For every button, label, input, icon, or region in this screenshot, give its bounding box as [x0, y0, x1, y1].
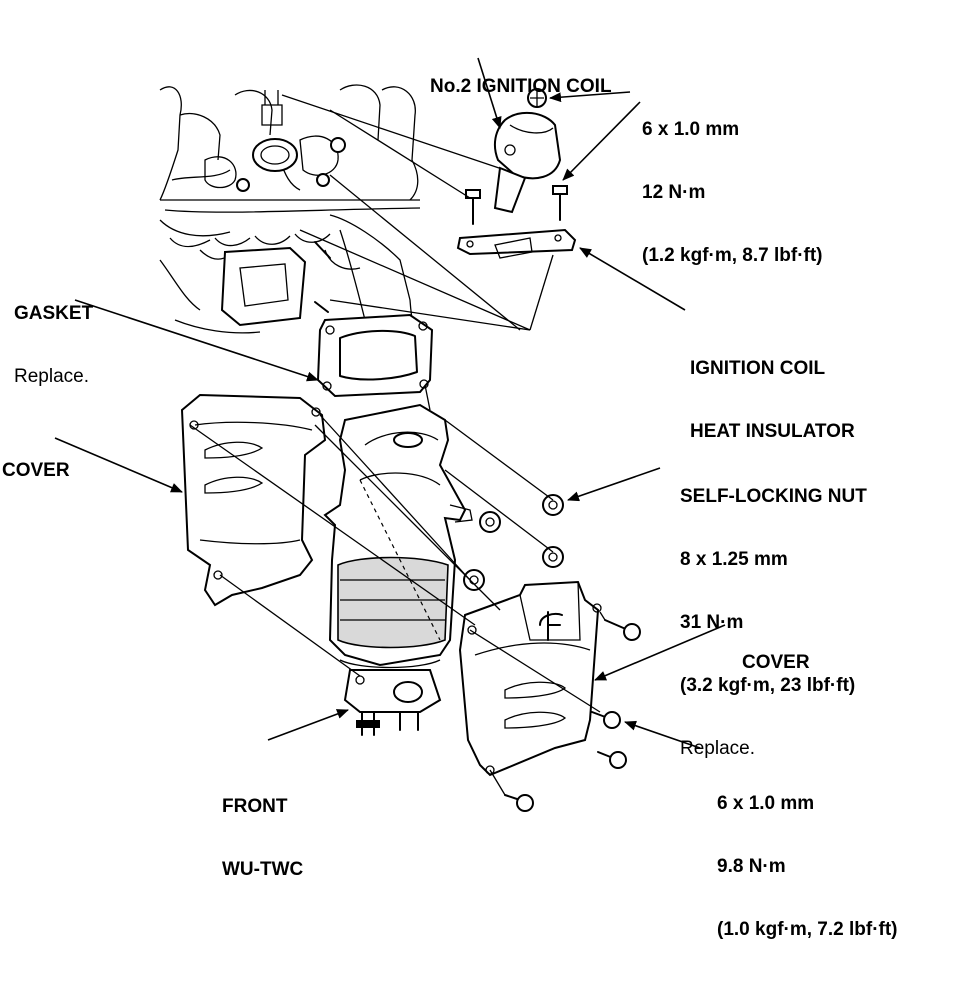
- label-coil-bolt-spec: 6 x 1.0 mm 12 N·m (1.2 kgf·m, 8.7 lbf·ft…: [642, 77, 823, 308]
- gasket: [220, 246, 434, 398]
- right-cover: [458, 580, 602, 777]
- cylinder-head: [159, 84, 431, 411]
- cover-bolt-size: 6 x 1.0 mm: [717, 793, 815, 814]
- ignition-coil: [493, 88, 562, 214]
- alignment-lines: [189, 94, 606, 796]
- nut-title: SELF-LOCKING NUT: [680, 486, 867, 507]
- coil-bolt-size: 6 x 1.0 mm: [642, 119, 740, 140]
- nut-note: Replace.: [680, 738, 755, 759]
- twc-line1: FRONT: [222, 796, 288, 817]
- coil-bolt-torque: 12 N·m: [642, 182, 706, 203]
- heat-insulator-line1: IGNITION COIL: [690, 358, 826, 379]
- label-heat-insulator: IGNITION COIL HEAT INSULATOR: [690, 316, 855, 484]
- label-ignition-coil: No.2 IGNITION COIL: [430, 34, 612, 139]
- left-cover: [180, 393, 327, 607]
- gasket-title: GASKET: [14, 303, 94, 324]
- exhaust-manifold-diagram: No.2 IGNITION COIL 6 x 1.0 mm 12 N·m (1.…: [2, 34, 898, 940]
- left-cover-title: COVER: [2, 460, 70, 481]
- coil-bolt-torque-alt: (1.2 kgf·m, 8.7 lbf·ft): [642, 245, 823, 266]
- leader-arrows: [54, 57, 726, 749]
- self-locking-nuts: [463, 494, 564, 591]
- nut-torque-alt: (3.2 kgf·m, 23 lbf·ft): [680, 675, 856, 696]
- right-cover-title: COVER: [742, 652, 810, 673]
- cover-bolt-torque-alt: (1.0 kgf·m, 7.2 lbf·ft): [717, 919, 898, 940]
- heat-insulator-line2: HEAT INSULATOR: [690, 421, 855, 442]
- ignition-coil-heat-insulator: [456, 185, 577, 259]
- ignition-coil-title: No.2 IGNITION COIL: [430, 76, 612, 97]
- front-wu-twc: [323, 403, 473, 736]
- label-gasket: GASKET Replace.: [14, 261, 93, 429]
- nut-torque: 31 N·m: [680, 612, 744, 633]
- label-left-cover: COVER: [2, 418, 70, 523]
- gasket-note: Replace.: [14, 366, 89, 387]
- label-self-locking-nut: SELF-LOCKING NUT 8 x 1.25 mm 31 N·m (3.2…: [680, 444, 867, 801]
- twc-line2: WU-TWC: [222, 859, 304, 880]
- cover-bolts: [504, 619, 641, 812]
- nut-size: 8 x 1.25 mm: [680, 549, 788, 570]
- label-front-wu-twc: FRONT WU-TWC: [222, 754, 303, 922]
- label-right-cover: COVER: [742, 610, 810, 715]
